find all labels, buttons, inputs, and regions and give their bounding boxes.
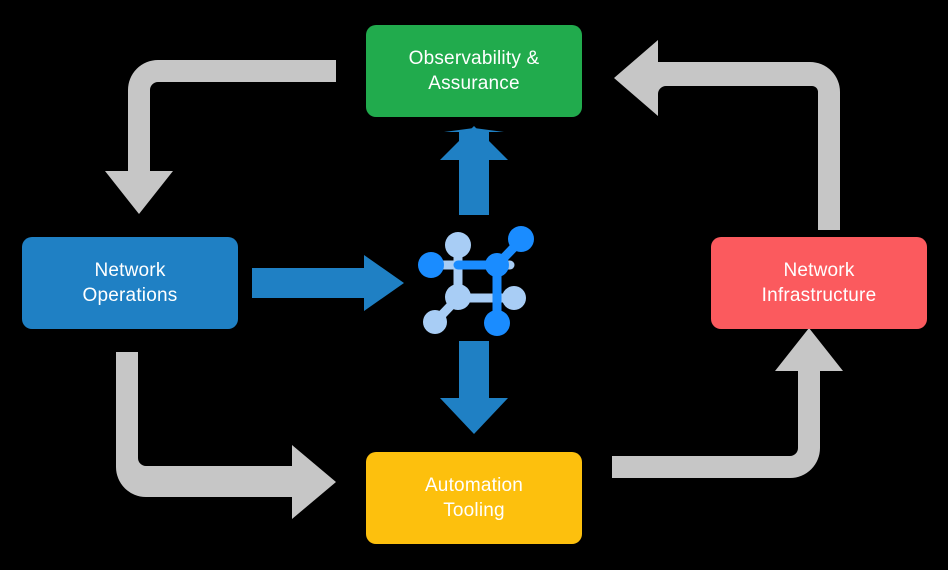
node-operations-label: Network Operations xyxy=(82,259,178,306)
node-infrastructure-label: Network Infrastructure xyxy=(761,259,877,306)
connector-observability-to-operations xyxy=(105,60,336,214)
connector-center-to-observability xyxy=(440,126,508,215)
connector-operations-to-center xyxy=(252,255,404,311)
node-automation-label: Automation Tooling xyxy=(424,474,524,521)
node-observability-assurance[interactable]: Observability & Assurance xyxy=(366,25,582,117)
network-topology-icon xyxy=(418,226,534,336)
node-observability-label: Observability & Assurance xyxy=(408,47,540,94)
connector-infrastructure-to-observability xyxy=(614,40,840,230)
node-network-operations[interactable]: Network Operations xyxy=(22,237,238,329)
connector-operations-to-automation xyxy=(116,352,336,519)
connector-automation-to-infrastructure xyxy=(612,328,843,478)
node-network-infrastructure[interactable]: Network Infrastructure xyxy=(711,237,927,329)
connector-center-to-automation xyxy=(440,341,508,434)
node-automation-tooling[interactable]: Automation Tooling xyxy=(366,452,582,544)
